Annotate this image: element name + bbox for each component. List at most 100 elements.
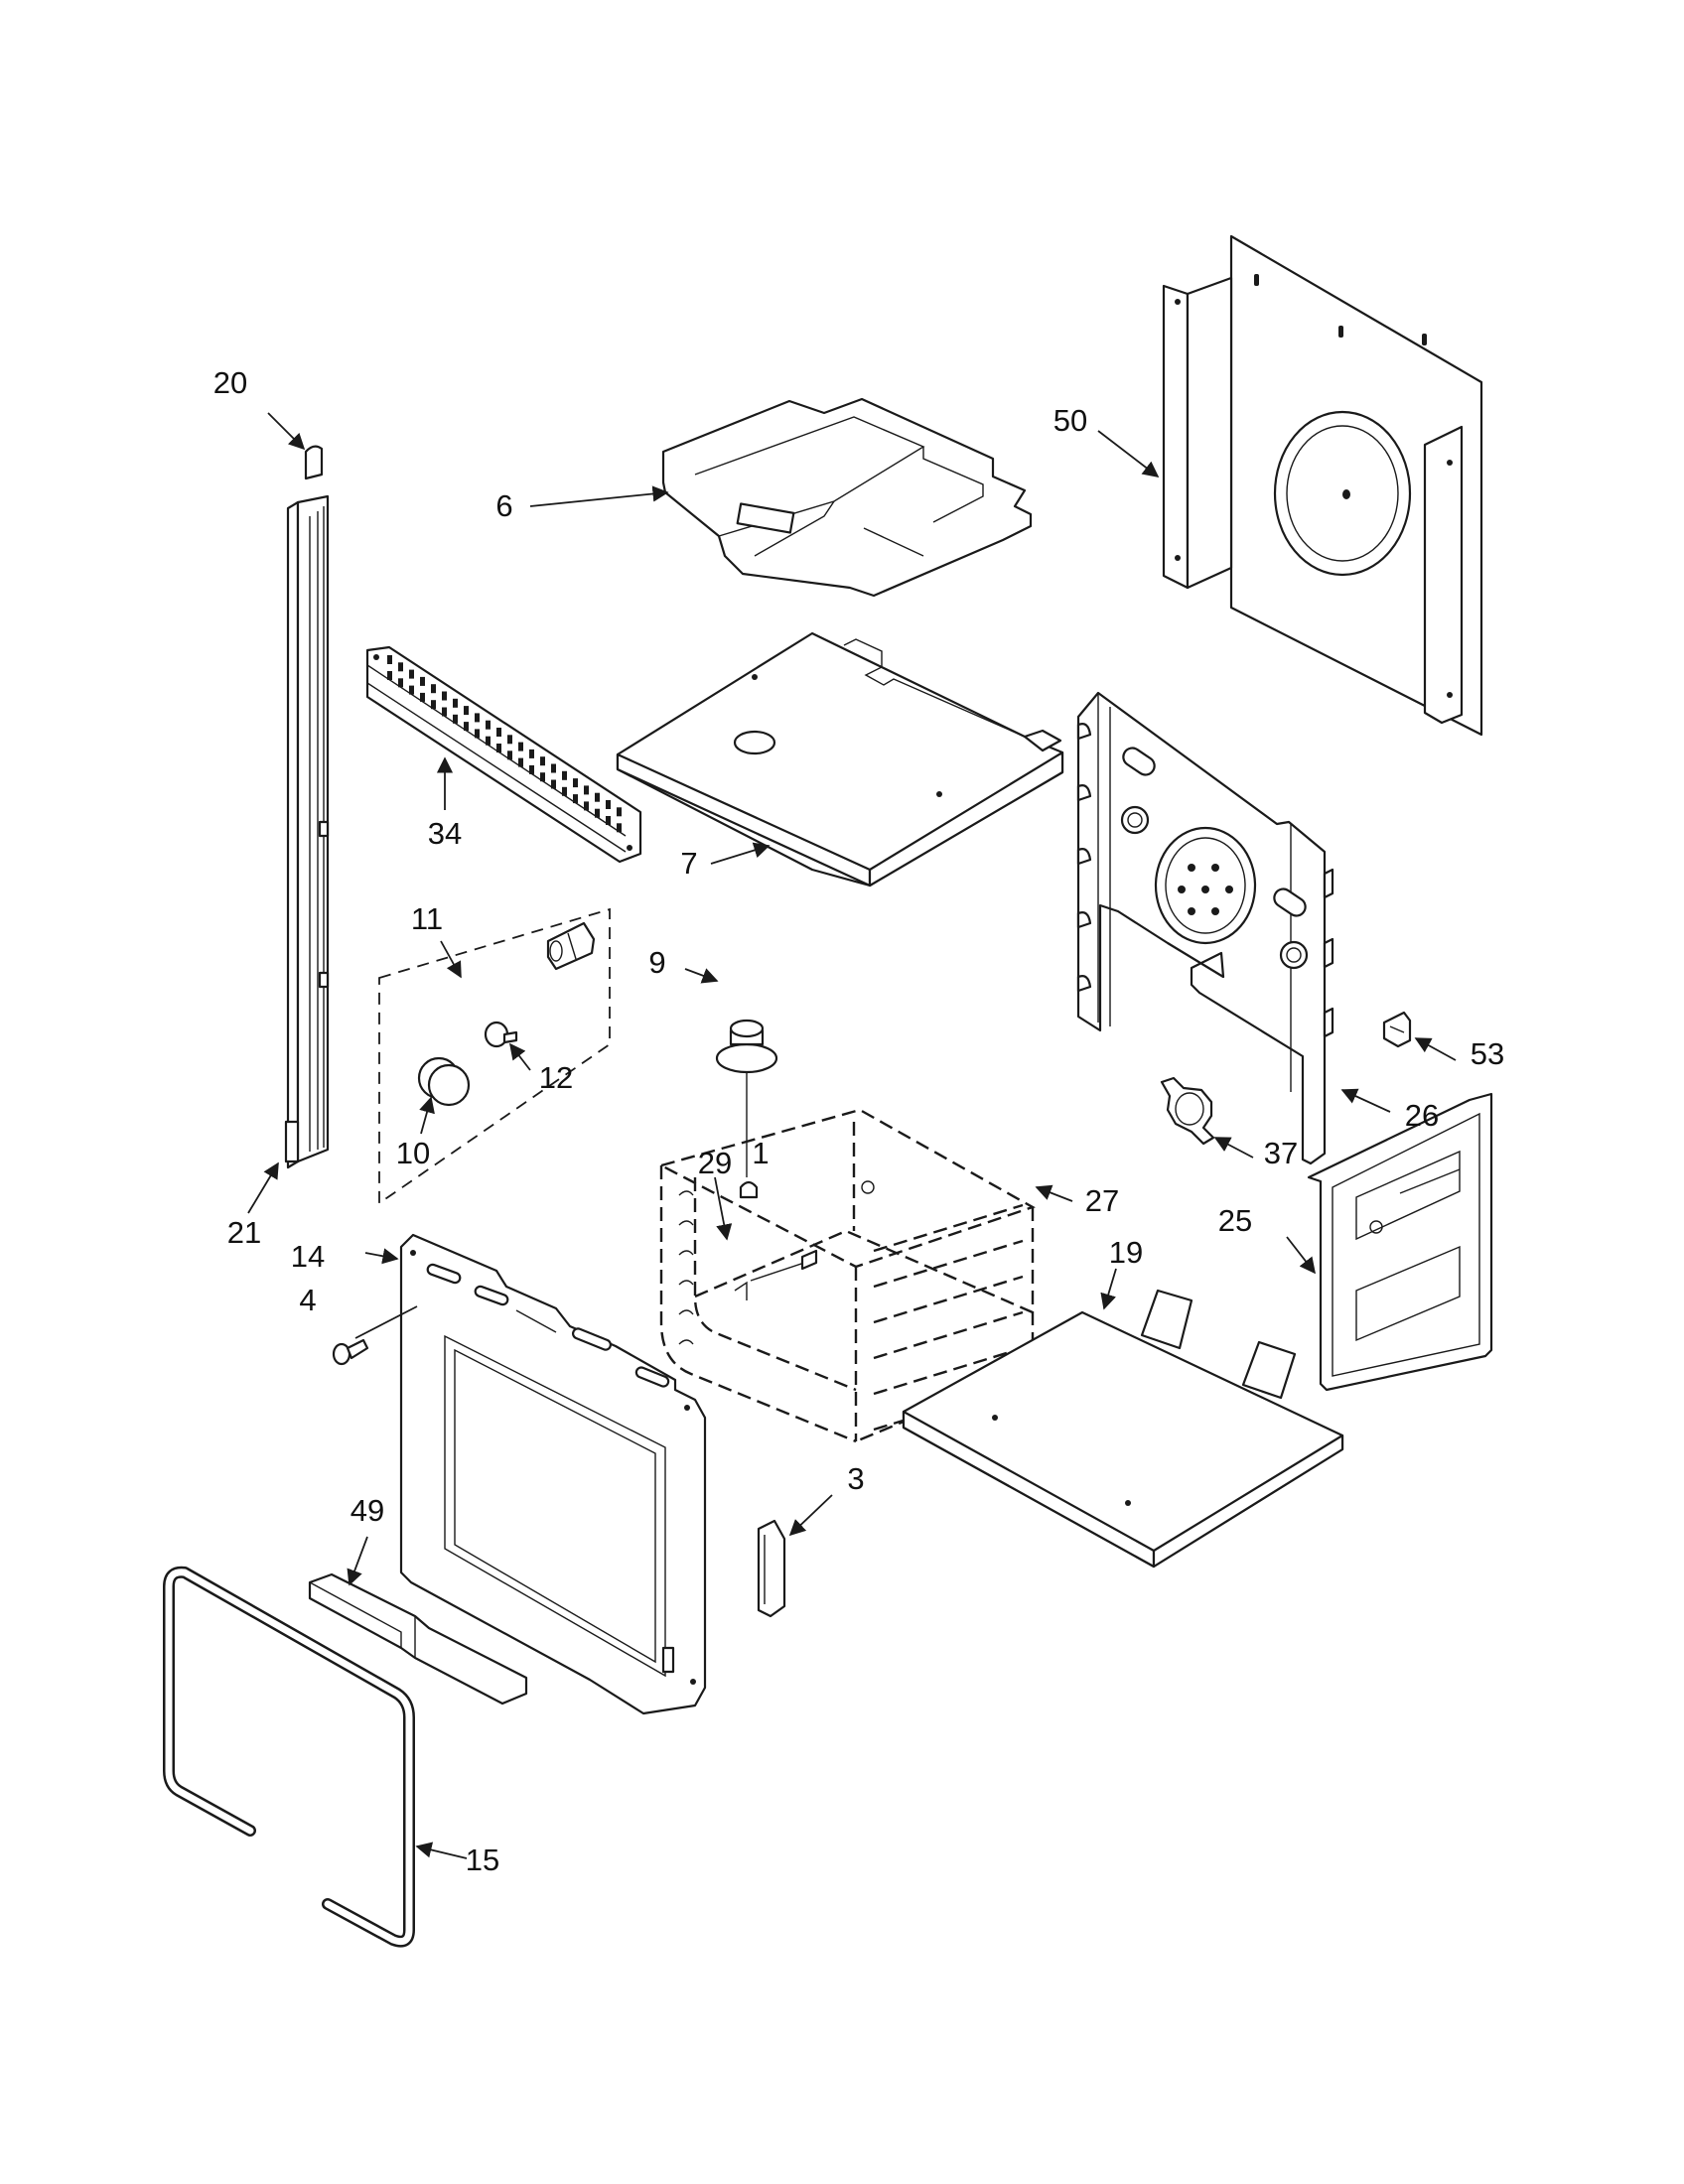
grille-slot — [464, 706, 469, 716]
part-7-top-plate — [616, 631, 1064, 887]
part-37-thermal-switch — [1160, 1076, 1215, 1146]
grille-slot — [398, 662, 403, 672]
part-26-side-panel — [1076, 691, 1334, 1165]
grille-slot — [453, 714, 458, 724]
rack-rib — [873, 1310, 1024, 1360]
grille-slot — [529, 749, 534, 758]
part-21-side-trim — [284, 494, 330, 1169]
grille-slot — [617, 807, 622, 817]
callout-labels: 20 6 50 34 7 11 9 12 10 26 53 29 1 27 37… — [213, 365, 1504, 1877]
grille-slot — [420, 692, 425, 702]
rack-support — [678, 1220, 694, 1226]
grille-slot — [486, 720, 491, 730]
callout-11: 11 — [411, 901, 443, 936]
callout-1: 1 — [752, 1136, 769, 1170]
rack-support — [678, 1339, 694, 1345]
grille-slot — [475, 713, 480, 723]
grille-slot — [540, 756, 545, 766]
part-11-socket — [546, 921, 596, 971]
grille-slot — [606, 800, 611, 809]
rack-rib — [873, 1275, 1024, 1324]
grille-slot — [529, 764, 534, 774]
grille-slot — [409, 669, 414, 679]
part-50-rear-panel — [1162, 234, 1483, 737]
grille-slot — [573, 778, 578, 788]
part-6-top-duct — [661, 397, 1033, 598]
callout-50: 50 — [1053, 403, 1087, 438]
callout-49: 49 — [351, 1493, 384, 1528]
part-12-bulb — [484, 1021, 518, 1048]
grille-slot — [595, 808, 600, 818]
grille-slot — [617, 823, 622, 833]
callout-3: 3 — [847, 1461, 864, 1496]
grille-slot — [442, 707, 447, 717]
grille-slot — [595, 792, 600, 802]
grille-slot — [464, 722, 469, 732]
grille-slot — [387, 671, 392, 680]
grille-slot — [540, 772, 545, 782]
callout-25: 25 — [1218, 1203, 1252, 1238]
grille-slot — [551, 763, 556, 773]
callout-9: 9 — [648, 945, 665, 980]
part-25-side-liner — [1307, 1092, 1493, 1392]
callout-20: 20 — [213, 365, 247, 400]
grille-slot — [486, 736, 491, 746]
grille-slot — [562, 786, 567, 796]
grille-slot — [496, 728, 501, 737]
grille-slot — [584, 785, 589, 795]
callout-27: 27 — [1085, 1183, 1119, 1218]
callout-37: 37 — [1264, 1136, 1298, 1170]
grille-slot — [398, 678, 403, 688]
grille-slot — [507, 735, 512, 745]
grille-slot — [584, 801, 589, 811]
rack-support — [678, 1190, 694, 1196]
part-34-vent-grille — [365, 645, 642, 864]
part-49-trim — [308, 1572, 528, 1706]
rack-support — [678, 1280, 694, 1286]
callout-10: 10 — [396, 1136, 430, 1170]
callout-29: 29 — [698, 1146, 732, 1180]
grille-slot — [387, 655, 392, 664]
grille-slot — [420, 676, 425, 686]
part-4-screw — [332, 1338, 369, 1366]
leader-lines — [247, 412, 1457, 1859]
rack-support — [678, 1309, 694, 1315]
callout-26: 26 — [1405, 1098, 1439, 1133]
callout-34: 34 — [428, 816, 462, 851]
grille-slot — [562, 770, 567, 780]
part-53-clip — [1382, 1011, 1412, 1048]
grille-slot — [507, 751, 512, 760]
grille-slot — [606, 816, 611, 825]
callout-53: 53 — [1471, 1036, 1504, 1071]
callout-6: 6 — [495, 488, 512, 523]
rack-rib — [873, 1239, 1024, 1289]
part-3-bracket — [757, 1519, 786, 1618]
callout-19: 19 — [1109, 1235, 1143, 1270]
part-15-gasket — [163, 1566, 415, 1948]
callout-21: 21 — [227, 1215, 261, 1250]
part-27-oven-cavity — [657, 1108, 1036, 1443]
grille-slot — [475, 729, 480, 739]
grille-slot — [431, 700, 436, 710]
part-10-lens — [417, 1056, 471, 1107]
grille-slot — [551, 779, 556, 789]
part-14-front-frame — [399, 1233, 707, 1715]
part-9-fan-hub — [715, 1019, 778, 1177]
part-11-assembly-box — [378, 907, 611, 1205]
part-20-end-cap — [304, 445, 324, 480]
grille-slot — [453, 698, 458, 708]
grille-slot — [431, 684, 436, 694]
grille-slot — [409, 685, 414, 695]
rack-support — [678, 1250, 694, 1256]
grille-slot — [518, 742, 523, 751]
grille-slot — [573, 794, 578, 804]
part-19-bottom-tray — [902, 1289, 1344, 1569]
grille-slot — [496, 744, 501, 752]
grille-slot — [518, 757, 523, 767]
rack-rib — [873, 1346, 1024, 1396]
callout-4: 4 — [299, 1283, 316, 1317]
callout-14: 14 — [291, 1239, 325, 1274]
callout-7: 7 — [680, 846, 697, 881]
rack-rib — [873, 1203, 1024, 1253]
